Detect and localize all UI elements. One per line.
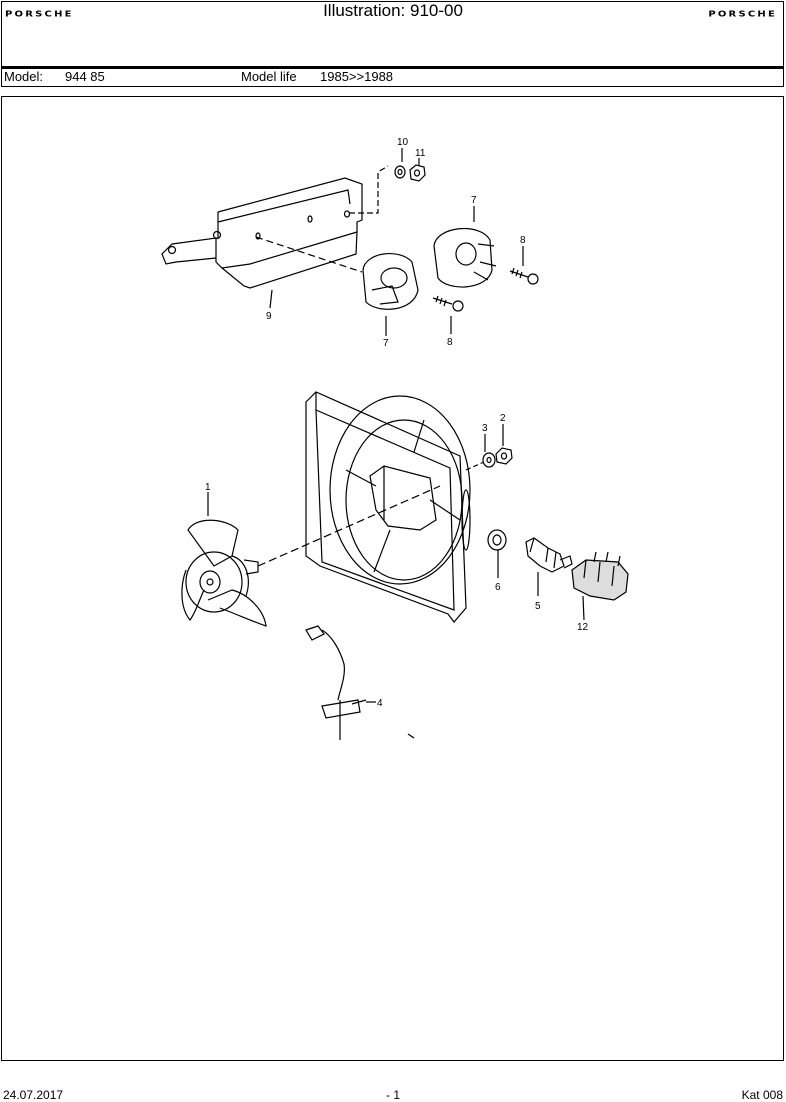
model-label: Model:: [4, 69, 44, 84]
model-row: Model: 944 85 Model life 1985>>1988: [1, 69, 784, 87]
footer-catalog: Kat 008: [741, 1088, 783, 1102]
washer-3: [482, 452, 496, 468]
porsche-logo-right: PORSCHE: [708, 10, 777, 19]
screw-8-lower: [432, 295, 464, 312]
model-life-value: 1985>>1988: [320, 69, 394, 84]
callout-7-rear: 7: [471, 195, 477, 206]
callout-12: 12: [577, 622, 589, 633]
nut-11: [409, 164, 426, 182]
illustration-frame: [1, 96, 784, 1061]
fan-shroud: [305, 391, 471, 623]
connector-12: [571, 551, 629, 601]
porsche-logo-left: PORSCHE: [5, 10, 74, 19]
nut-2: [495, 447, 513, 465]
washer-10: [394, 165, 406, 179]
model-value: 944 85: [65, 69, 105, 84]
footer-date: 24.07.2017: [3, 1088, 64, 1102]
footer-page: - 1: [385, 1088, 400, 1102]
mounting-bracket: [161, 177, 363, 289]
callout-9: 9: [266, 311, 272, 322]
screw-8-upper: [509, 267, 539, 285]
seal-6: [487, 529, 507, 551]
callout-7-front: 7: [383, 338, 389, 349]
rubber-mount-front: [362, 253, 419, 310]
callout-10: 10: [397, 137, 409, 148]
callout-3: 3: [482, 423, 488, 434]
callout-2: 2: [500, 413, 506, 424]
cable-harness: [305, 625, 415, 740]
callout-1: 1: [205, 482, 211, 493]
callout-5: 5: [535, 601, 541, 612]
page-title: Illustration: 910-00: [323, 1, 463, 20]
callout-8-upper: 8: [520, 235, 526, 246]
model-life-label: Model life: [241, 69, 297, 84]
callout-11: 11: [415, 148, 426, 159]
thermo-switch-5: [525, 537, 573, 573]
fan-blade-assembly: [181, 519, 267, 627]
callout-4: 4: [377, 698, 383, 709]
callout-8-lower: 8: [447, 337, 453, 348]
rubber-mount-rear: [433, 227, 497, 288]
header-rule: [1, 66, 784, 69]
callout-6: 6: [495, 582, 501, 593]
